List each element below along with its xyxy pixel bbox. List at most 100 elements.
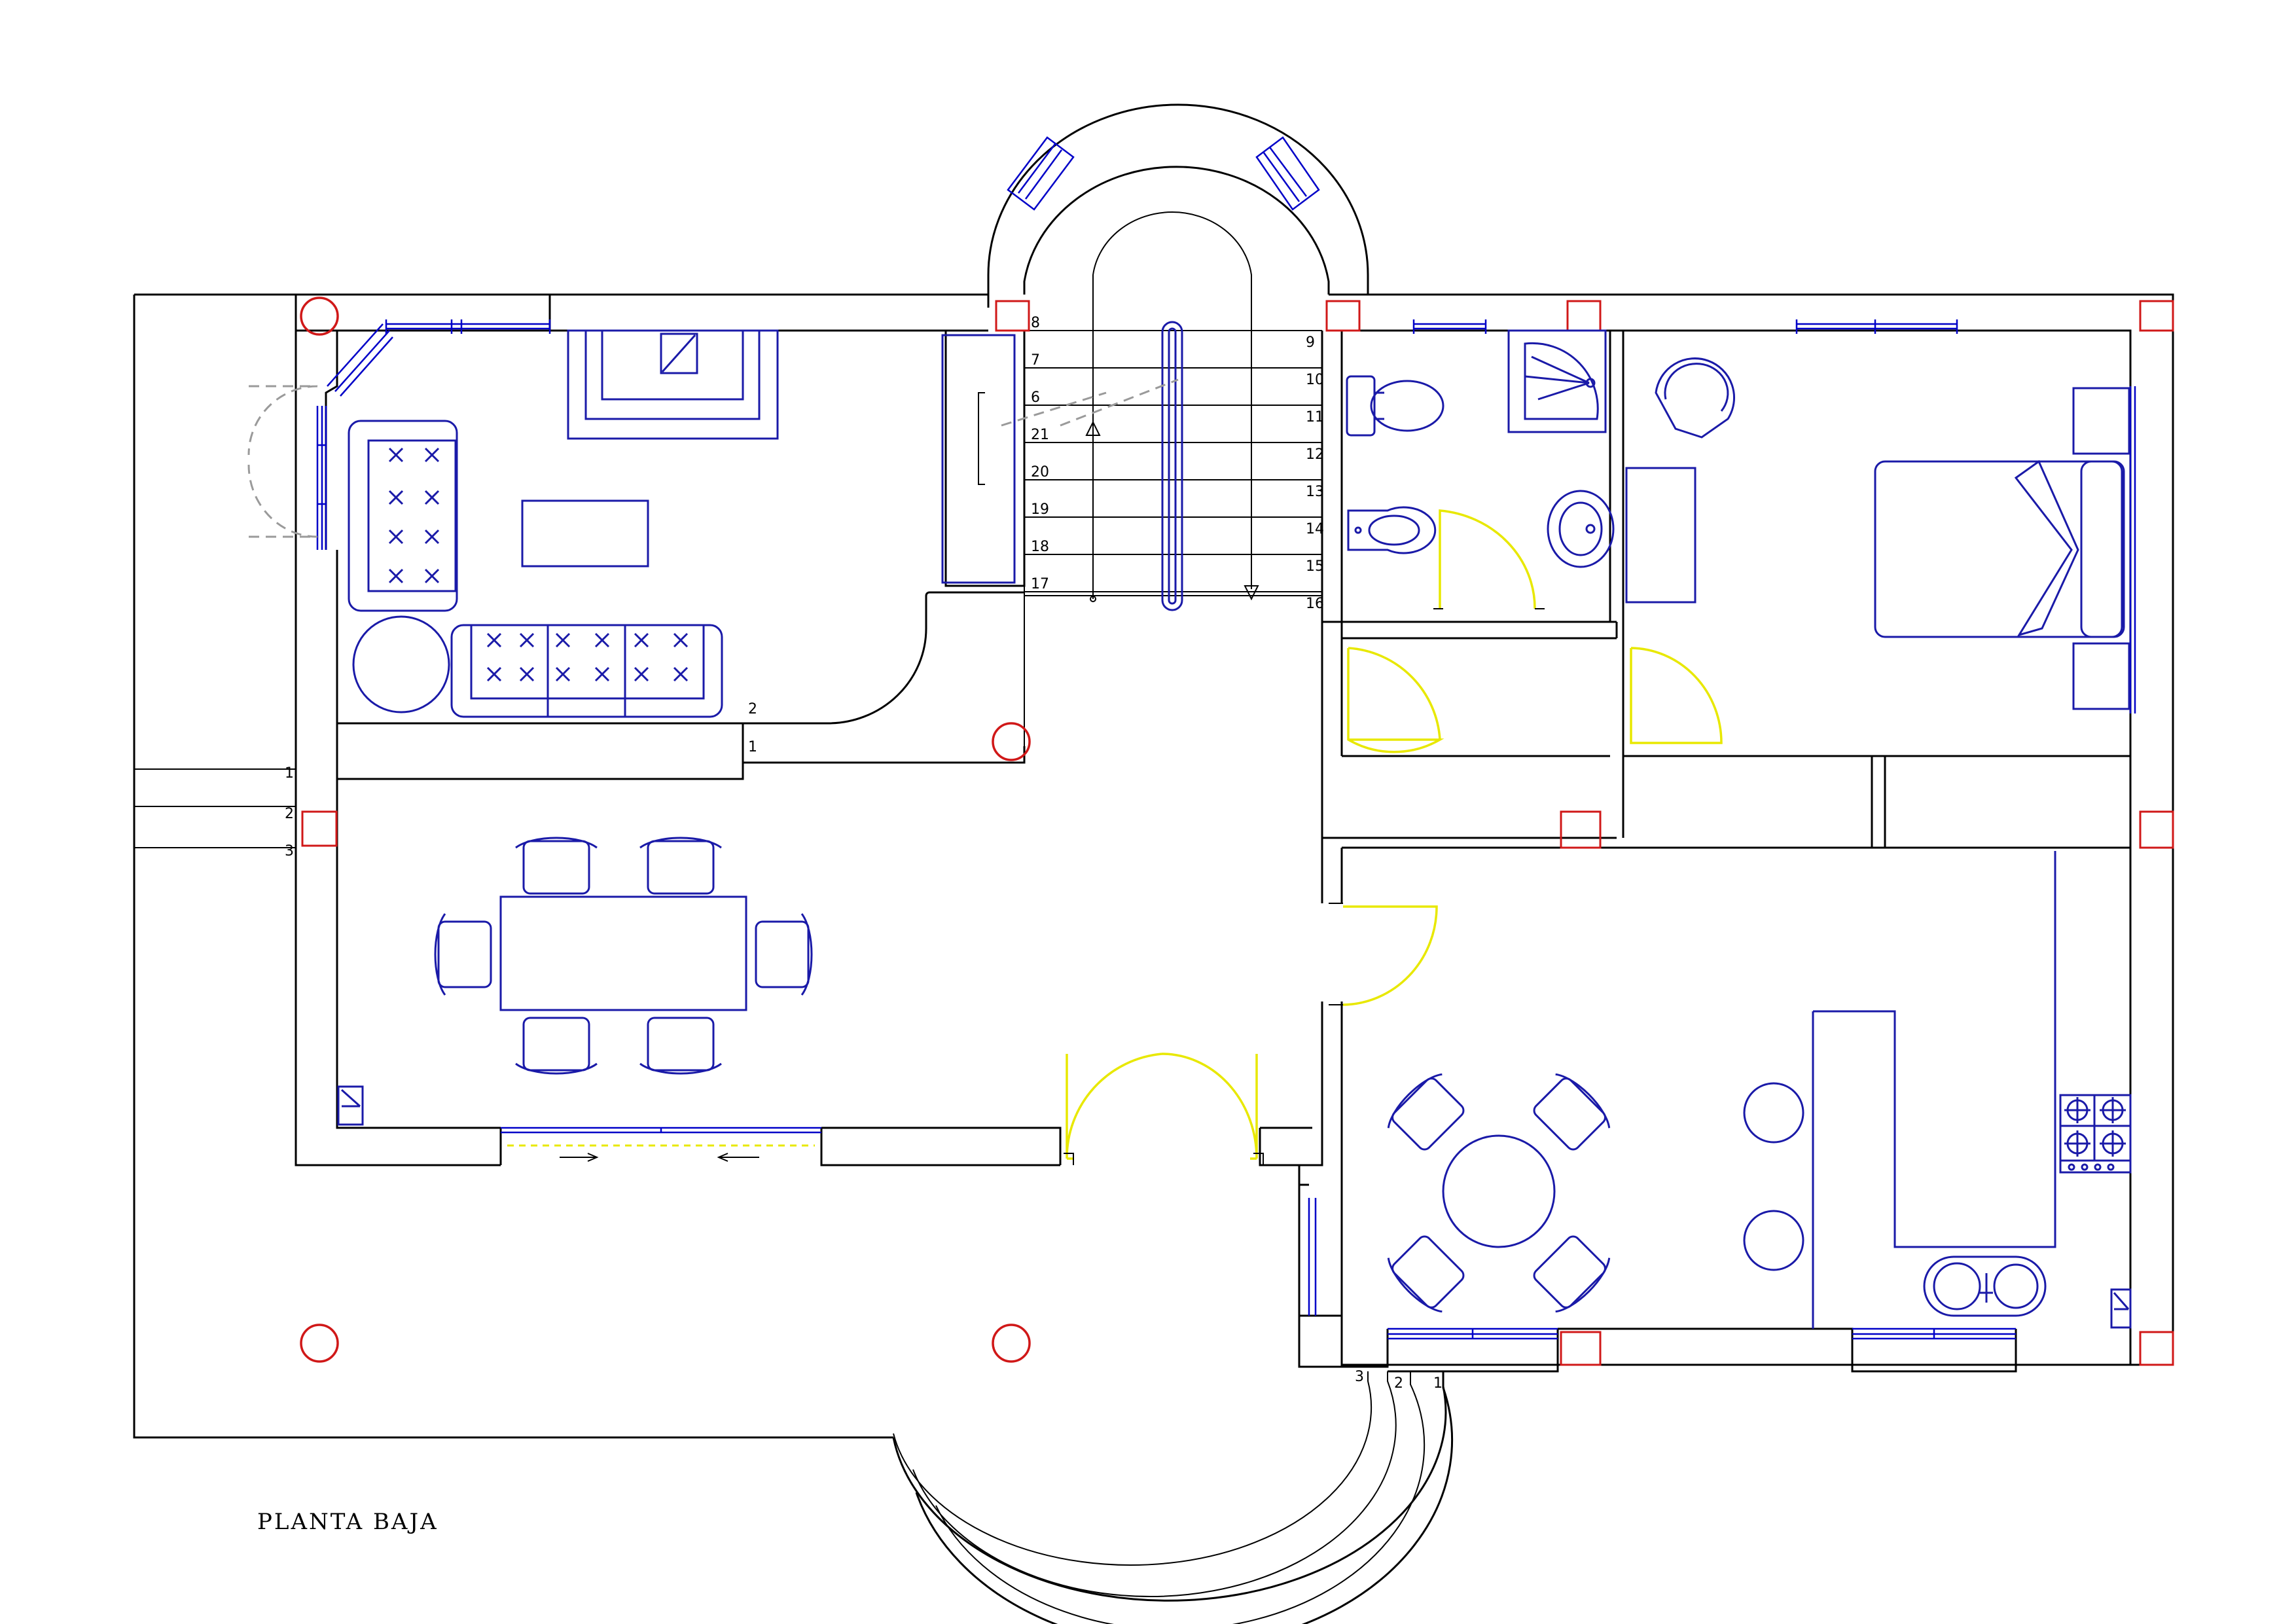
sofa bbox=[450, 624, 723, 718]
washbasin bbox=[1547, 490, 1615, 568]
doors bbox=[247, 385, 1723, 1165]
window-living-west bbox=[316, 406, 327, 550]
tufting-mark bbox=[424, 529, 440, 545]
bar-stool bbox=[1743, 1082, 1804, 1144]
column-round bbox=[300, 1324, 339, 1363]
chair bbox=[515, 1017, 598, 1075]
column-square bbox=[1560, 1331, 1602, 1366]
step-label: 1 bbox=[285, 765, 294, 782]
tufting-mark bbox=[634, 632, 649, 648]
kitchen bbox=[1387, 851, 2132, 1329]
stair-handrail bbox=[1161, 321, 1183, 611]
step-label: 21 bbox=[1031, 427, 1049, 443]
tufting-mark bbox=[424, 447, 440, 463]
step-label: 2 bbox=[1394, 1375, 1403, 1392]
chair bbox=[1533, 1073, 1611, 1151]
dining-table bbox=[499, 895, 747, 1011]
desk bbox=[1625, 467, 1696, 604]
stair-tower bbox=[987, 103, 1369, 331]
chair bbox=[639, 1017, 722, 1075]
step-label: 19 bbox=[1031, 501, 1049, 518]
step-label: 9 bbox=[1306, 334, 1315, 351]
step-label: 16 bbox=[1306, 596, 1324, 612]
bathroom-door bbox=[1433, 509, 1545, 609]
step-label: 14 bbox=[1306, 521, 1324, 537]
nightstand bbox=[2072, 387, 2130, 455]
armchair bbox=[1655, 357, 1735, 439]
column-round bbox=[992, 1324, 1031, 1363]
chair bbox=[639, 837, 722, 895]
step-label: 2 bbox=[285, 806, 294, 822]
tufting-mark bbox=[388, 529, 404, 545]
round-table bbox=[352, 615, 450, 713]
window-bedroom-east bbox=[2129, 386, 2136, 713]
step-label: 10 bbox=[1306, 372, 1324, 388]
tufting-mark bbox=[486, 632, 502, 648]
sliding-door-dining bbox=[501, 1127, 821, 1162]
step-label: 2 bbox=[748, 701, 757, 717]
terrace-outline bbox=[133, 293, 1447, 1602]
chair bbox=[515, 837, 598, 895]
chair bbox=[1387, 1235, 1465, 1313]
column-square bbox=[1560, 810, 1602, 849]
column-square bbox=[1566, 300, 1602, 332]
column-square bbox=[1325, 300, 1361, 332]
step-label: 1 bbox=[748, 739, 757, 755]
dining-room bbox=[337, 837, 813, 1126]
bar-stool bbox=[1743, 1210, 1804, 1271]
column-round bbox=[300, 297, 339, 336]
coffee-table bbox=[521, 499, 649, 568]
column-square bbox=[2139, 1331, 2174, 1366]
window-kitchen-west bbox=[1308, 1198, 1317, 1316]
bedroom-door bbox=[1630, 647, 1723, 744]
step-label: 3 bbox=[1355, 1369, 1364, 1385]
main-entrance-door bbox=[1064, 1053, 1264, 1165]
sliding-door-arrow bbox=[560, 1153, 759, 1162]
tufting-mark bbox=[594, 666, 610, 682]
step-label: 11 bbox=[1306, 409, 1324, 425]
south-entry-steps: 3 2 1 bbox=[893, 1369, 1454, 1624]
bedroom bbox=[1625, 357, 2130, 710]
tufting-mark bbox=[673, 632, 689, 648]
step-label: 7 bbox=[1031, 352, 1040, 369]
nightstand bbox=[2072, 642, 2130, 710]
tufting-mark bbox=[555, 666, 571, 682]
kitchen-door bbox=[1329, 903, 1438, 1006]
bed bbox=[1874, 460, 2125, 638]
floor-drain bbox=[2110, 1288, 2132, 1329]
tower-window-west bbox=[1007, 136, 1075, 211]
tufting-mark bbox=[673, 666, 689, 682]
west-glass-door bbox=[247, 385, 318, 538]
tufting-mark bbox=[424, 490, 440, 505]
exterior-walls bbox=[295, 293, 2174, 1373]
chair bbox=[755, 913, 813, 996]
step-label: 12 bbox=[1306, 446, 1324, 463]
chair bbox=[1533, 1235, 1611, 1313]
tufting-mark bbox=[388, 568, 404, 584]
tufting-mark bbox=[555, 632, 571, 648]
chair bbox=[434, 913, 492, 996]
cooktop bbox=[2059, 1094, 2132, 1174]
window-living-corner bbox=[327, 323, 393, 397]
shower bbox=[1507, 329, 1607, 433]
drawing-title: PLANTA BAJA bbox=[257, 1509, 439, 1535]
tufting-mark bbox=[486, 666, 502, 682]
step-label: 1 bbox=[1433, 1375, 1443, 1392]
window-kitchen-south-east bbox=[1852, 1327, 2016, 1340]
kitchen-counter bbox=[1812, 851, 2056, 1329]
tufting-mark bbox=[519, 666, 535, 682]
window-living-north bbox=[385, 319, 551, 334]
living-room bbox=[348, 329, 1016, 718]
column-square bbox=[2139, 810, 2174, 849]
window-kitchen-south-west bbox=[1388, 1327, 1558, 1340]
bidet bbox=[1347, 506, 1437, 554]
chair bbox=[1387, 1073, 1465, 1151]
up-arrow bbox=[1085, 420, 1101, 436]
column-square bbox=[995, 300, 1030, 332]
step-label: 18 bbox=[1031, 539, 1049, 555]
down-arrow bbox=[1244, 585, 1259, 601]
tufting-mark bbox=[388, 447, 404, 463]
step-label: 15 bbox=[1306, 558, 1324, 575]
step-label: 13 bbox=[1306, 484, 1324, 500]
